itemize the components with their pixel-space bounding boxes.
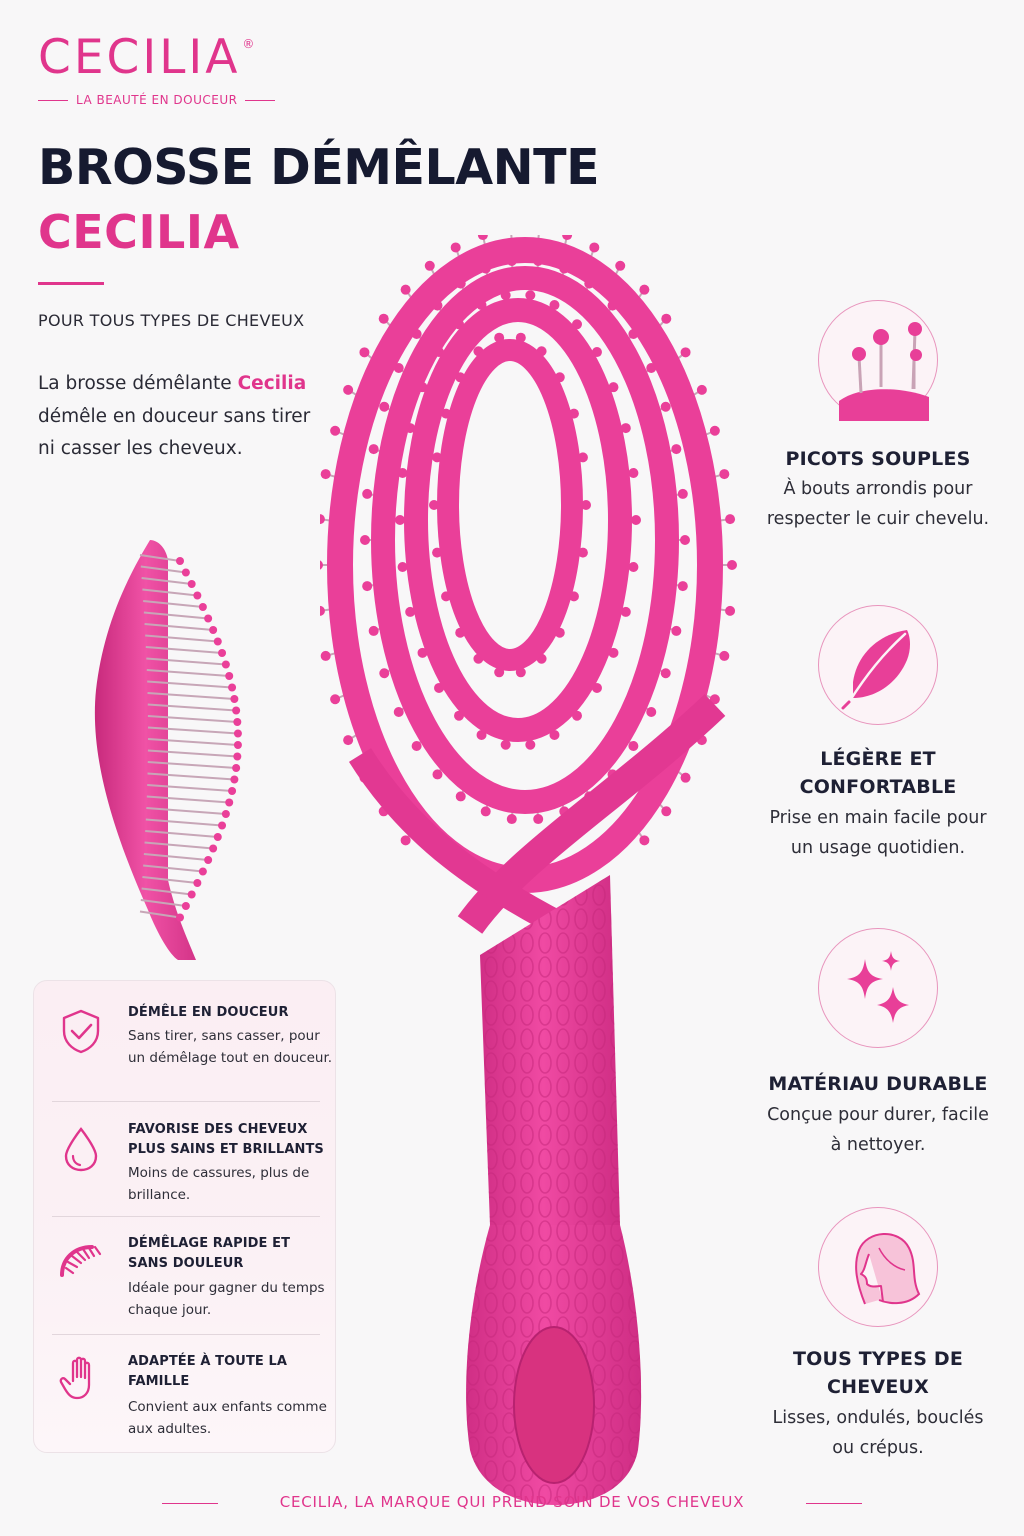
brush-side-view-image [94,540,242,960]
woman-profile-icon [855,1233,921,1305]
feature-divider [52,1334,320,1335]
feature-title: FAVORISE DES CHEVEUX PLUS SAINS ET BRILL… [128,1122,324,1157]
feature-divider [52,1101,320,1102]
feature-title: LÉGÈRE ET CONFORTABLE [799,748,957,798]
tagline-line-left [38,99,68,101]
brush-icon [60,1245,102,1277]
feature-all-hair-types: TOUS TYPES DE CHEVEUX Lisses, ondulés, b… [760,1345,996,1463]
drop-icon [64,1127,98,1172]
registered-mark: ® [242,37,258,51]
feather-icon-circle [818,605,938,725]
feature-text: Sans tirer, sans casser, pour un démêlag… [128,1028,333,1066]
feature-durable: MATÉRIAU DURABLE Conçue pour durer, faci… [760,1070,996,1160]
feature-title: ADAPTÉE À TOUTE LA FAMILLE [128,1354,288,1389]
accent-divider [38,282,104,285]
brand-tagline: LA BEAUTÉ EN DOUCEUR [76,93,238,107]
brand-logo: CECILIA® LA BEAUTÉ EN DOUCEUR [38,34,308,107]
headline-brand: CECILIA [38,205,240,259]
subtitle: POUR TOUS TYPES DE CHEVEUX [38,311,305,330]
feature-text: Conçue pour durer, facile à nettoyer. [767,1105,989,1155]
feature-text: À bouts arrondis pour respecter le cuir … [766,479,990,529]
feature-title: TOUS TYPES DE CHEVEUX [792,1348,964,1398]
bristles-icon [839,322,929,421]
footer-line-left [162,1503,218,1504]
feature-title: DÉMÊLE EN DOUCEUR [128,1005,289,1020]
feature-text: Convient aux enfants comme aux adultes. [128,1399,327,1437]
feature-text: Idéale pour gagner du temps chaque jour. [128,1280,325,1318]
feature-title: DÉMÊLAGE RAPIDE ET SANS DOULEUR [128,1236,291,1271]
features-card: DÉMÊLE EN DOUCEUR Sans tirer, sans casse… [33,980,336,1453]
feature-text: Lisses, ondulés, bouclés ou crépus. [772,1408,984,1458]
feature-divider [52,1216,320,1217]
feather-icon [841,630,910,710]
bristles-icon-circle [818,300,938,421]
brush-front-view-image [320,235,737,1505]
headline-title: BROSSE DÉMÊLANTE [38,139,600,196]
feature-title: PICOTS SOUPLES [785,448,971,470]
feature-soft-bristles: PICOTS SOUPLES À bouts arrondis pour res… [760,445,996,534]
footer: CECILIA, LA MARQUE QUI PREND SOIN DE VOS… [162,1492,862,1516]
feature-title: MATÉRIAU DURABLE [768,1073,988,1095]
footer-line-right [806,1503,862,1504]
sparkles-icon-circle [818,928,938,1048]
footer-text: CECILIA, LA MARQUE QUI PREND SOIN DE VOS… [279,1493,745,1511]
product-description: La brosse démêlante Cecilia démêle en do… [38,373,311,459]
sparkles-icon [847,951,909,1023]
feature-text: Prise en main facile pour un usage quoti… [769,808,987,858]
feature-text: Moins de cassures, plus de brillance. [128,1165,310,1203]
feature-lightweight: LÉGÈRE ET CONFORTABLE Prise en main faci… [760,745,996,863]
tagline-line-right [245,99,276,101]
shield-check-icon [62,1009,100,1054]
woman-profile-icon-circle [818,1207,938,1327]
hand-icon [59,1356,91,1400]
brand-name: CECILIA [38,30,241,85]
description-highlight: Cecilia [237,373,307,394]
